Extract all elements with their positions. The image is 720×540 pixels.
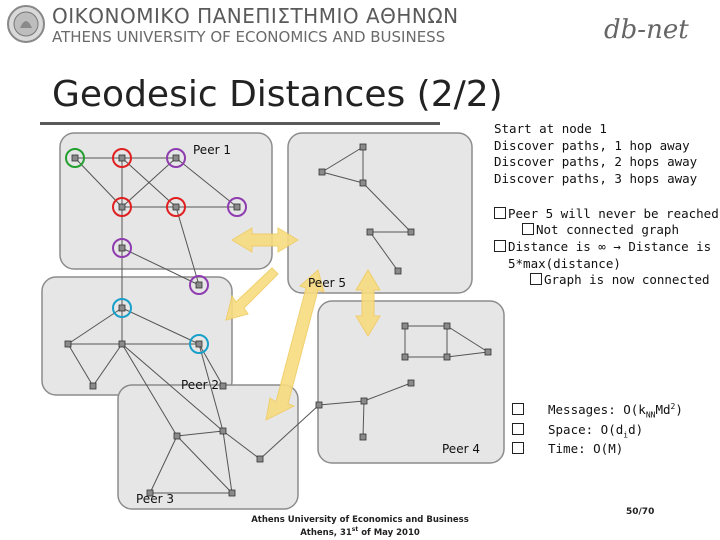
peer-3-label: Peer 3 bbox=[136, 492, 174, 506]
discovery-steps: Start at node 1 Discover paths, 1 hop aw… bbox=[494, 121, 697, 187]
bullet-icon bbox=[494, 240, 506, 252]
arrow-peer1-peer2 bbox=[225, 267, 279, 321]
slide-title: Geodesic Distances (2/2) bbox=[52, 74, 503, 115]
peer-1-box bbox=[59, 132, 273, 270]
arrow-peer5-peer4 bbox=[355, 269, 381, 337]
title-underline bbox=[40, 122, 440, 125]
bullet-icon bbox=[494, 207, 506, 219]
note-not-connected: Not connected graph bbox=[522, 222, 679, 237]
bullet-icon bbox=[530, 273, 542, 285]
bullet-icon bbox=[512, 403, 524, 416]
complexity-messages: Messages: O(kNNMd2) bbox=[512, 402, 683, 420]
peer-5-box bbox=[287, 132, 473, 294]
note-distance-formula: 5*max(distance) bbox=[508, 256, 621, 271]
peer-5-label: Peer 5 bbox=[308, 276, 346, 290]
note-distance-infinity: Distance is ∞ → Distance is bbox=[494, 239, 711, 254]
step-1: Start at node 1 bbox=[494, 121, 607, 136]
peer-1-label: Peer 1 bbox=[193, 143, 231, 157]
hop-2-rings bbox=[112, 148, 247, 295]
step-4: Discover paths, 3 hops away bbox=[494, 170, 698, 186]
step-3: Discover paths, 2 hops away bbox=[494, 154, 698, 169]
start-node-ring bbox=[65, 148, 85, 168]
university-seal-logo bbox=[7, 5, 45, 43]
hop-1-rings bbox=[112, 148, 186, 217]
note-unreachable: Peer 5 will never be reached! bbox=[494, 206, 720, 221]
arrow-peer1-peer5 bbox=[231, 227, 299, 253]
footer-date: Athens, 31st of May 2010 bbox=[300, 526, 420, 538]
university-name-english: ATHENS UNIVERSITY OF ECONOMICS AND BUSIN… bbox=[52, 28, 446, 46]
note-graph-connected: Graph is now connected bbox=[530, 272, 710, 287]
peer-3-box bbox=[117, 384, 299, 510]
page-number: 50/70 bbox=[626, 507, 655, 517]
bullet-icon bbox=[522, 223, 534, 235]
peer-2-label: Peer 2 bbox=[181, 378, 219, 392]
complexity-space: Space: O(did) bbox=[512, 422, 643, 440]
graph-nodes bbox=[64, 143, 492, 497]
hop-3-rings bbox=[112, 298, 209, 354]
graph-edges bbox=[67, 146, 489, 494]
peer-4-label: Peer 4 bbox=[442, 442, 480, 456]
bullet-icon bbox=[512, 442, 524, 454]
arrow-peer3-peer5 bbox=[265, 269, 325, 421]
peer-link-arrows bbox=[225, 227, 381, 421]
complexity-time: Time: O(M) bbox=[512, 441, 623, 456]
bullet-icon bbox=[512, 423, 524, 435]
db-net-logo: db-net bbox=[604, 15, 689, 45]
footer-institution: Athens University of Economics and Busin… bbox=[251, 515, 469, 525]
university-name-greek: ΟΙΚΟΝΟΜΙΚΟ ΠΑΝΕΠΙΣΤΗΜΙΟ ΑΘΗΝΩΝ bbox=[52, 4, 459, 28]
db-net-logo-text: db-net bbox=[604, 15, 689, 45]
step-2: Discover paths, 1 hop away bbox=[494, 137, 690, 153]
